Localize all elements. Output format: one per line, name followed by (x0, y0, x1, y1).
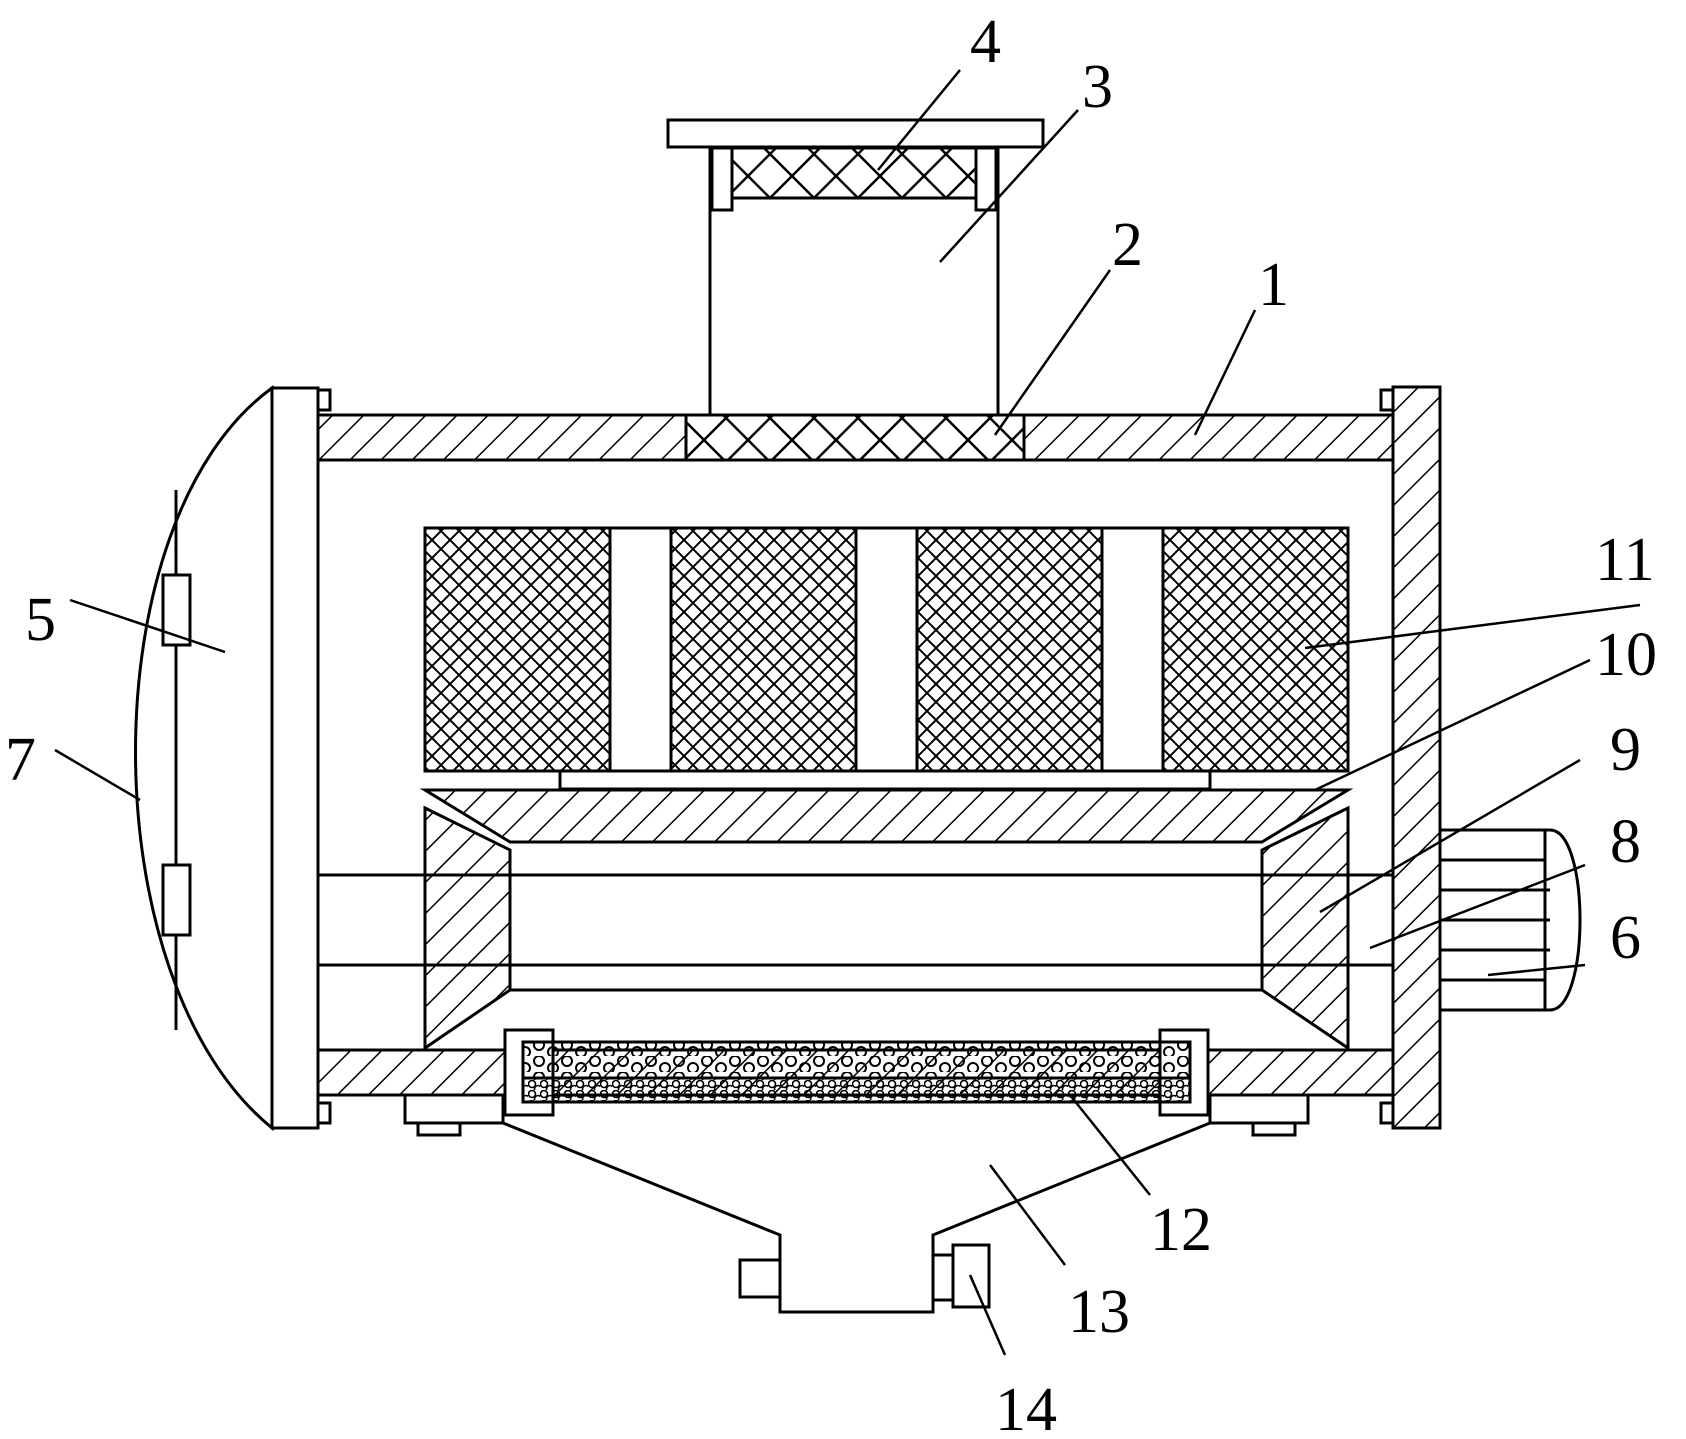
feed-inlet-hopper (666, 118, 1045, 419)
label-11: 11 (1595, 526, 1655, 594)
rotating-drum (419, 788, 1354, 1051)
screen-blocks (423, 526, 1350, 791)
motor (1438, 828, 1582, 1012)
right-flange-plate (1379, 385, 1442, 1130)
label-4: 4 (970, 8, 1001, 76)
rotating-shaft (316, 873, 1395, 967)
end-cover-door (134, 385, 274, 1132)
left-flange (270, 386, 332, 1130)
label-1: 1 (1258, 251, 1289, 319)
collection-hopper (403, 1093, 1310, 1314)
label-9: 9 (1610, 716, 1641, 784)
label-14: 14 (995, 1376, 1057, 1439)
label-12: 12 (1150, 1196, 1212, 1264)
filter-screen (503, 1028, 1210, 1117)
label-6: 6 (1610, 904, 1641, 972)
drum-top-wall (316, 413, 1395, 462)
label-10: 10 (1595, 621, 1657, 689)
label-7: 7 (5, 726, 36, 794)
leader-lines (54, 69, 1641, 1356)
label-2: 2 (1112, 211, 1143, 279)
label-3: 3 (1082, 53, 1113, 121)
label-13: 13 (1068, 1278, 1130, 1346)
callout-labels: 1 2 3 4 5 7 11 10 9 8 6 12 13 14 (5, 8, 1657, 1439)
label-5: 5 (25, 586, 56, 654)
label-8: 8 (1610, 808, 1641, 876)
